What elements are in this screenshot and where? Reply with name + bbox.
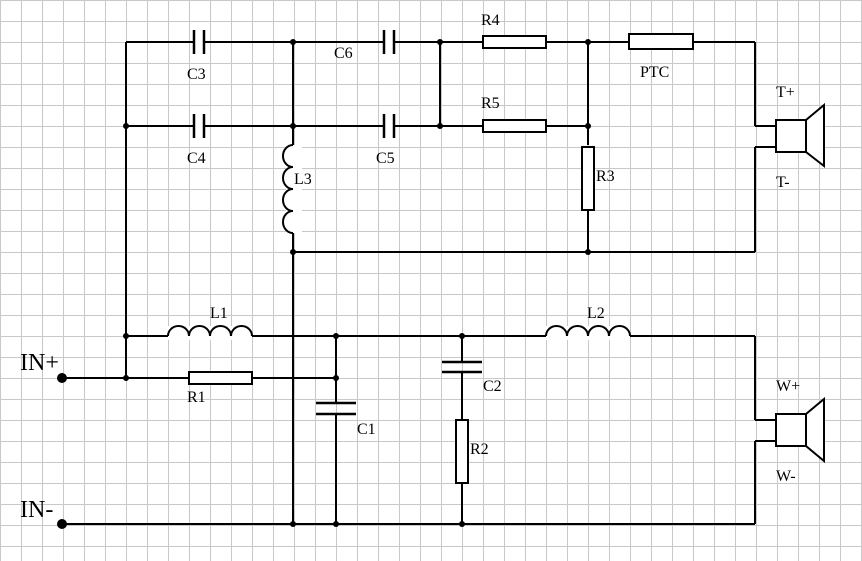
label-r5: R5 (481, 95, 500, 112)
label-c1: C1 (357, 421, 376, 438)
label-r4: R4 (481, 12, 500, 29)
labels: C3 C4 C6 C5 R4 R5 PTC R3 L3 L1 L2 R1 C1 … (20, 12, 800, 523)
wires (62, 41, 776, 525)
components (167, 30, 825, 484)
label-r3: R3 (596, 168, 615, 185)
label-l1: L1 (210, 305, 228, 322)
label-r2: R2 (470, 441, 489, 458)
resistor-r1 (188, 371, 253, 385)
label-in-plus: IN+ (20, 350, 59, 376)
capacitor-c2 (442, 360, 482, 374)
resistor-r4 (482, 35, 547, 49)
capacitor-c1 (316, 401, 356, 416)
label-l2: L2 (587, 305, 605, 322)
capacitor-c5 (382, 114, 396, 138)
resistor-r3 (581, 146, 595, 211)
label-w-minus: W- (776, 468, 796, 485)
terminal-icon (57, 373, 67, 383)
resistor-ptc (628, 33, 694, 50)
label-w-plus: W+ (776, 378, 800, 395)
label-l3: L3 (294, 171, 312, 188)
label-ptc: PTC (640, 64, 669, 81)
capacitor-c4 (192, 114, 206, 138)
label-c6: C6 (334, 45, 353, 62)
inductor-l2 (545, 325, 631, 340)
capacitor-c3 (192, 30, 206, 54)
label-c2: C2 (483, 378, 502, 395)
label-c5: C5 (376, 150, 395, 167)
terminal-icon (57, 519, 67, 529)
resistor-r5 (482, 119, 547, 133)
input-terminals (57, 373, 67, 529)
inductor-l3 (282, 144, 302, 234)
label-t-minus: T- (776, 174, 790, 191)
label-r1: R1 (187, 389, 206, 406)
capacitor-c6 (382, 30, 396, 54)
speaker-icon (775, 396, 825, 464)
inductor-l1 (167, 325, 253, 340)
label-t-plus: T+ (776, 84, 795, 101)
resistor-r2 (455, 419, 469, 484)
junction-dots (123, 39, 591, 527)
label-c3: C3 (187, 66, 206, 83)
label-c4: C4 (187, 150, 206, 167)
label-in-minus: IN- (20, 497, 53, 523)
speaker-icon (775, 102, 825, 169)
